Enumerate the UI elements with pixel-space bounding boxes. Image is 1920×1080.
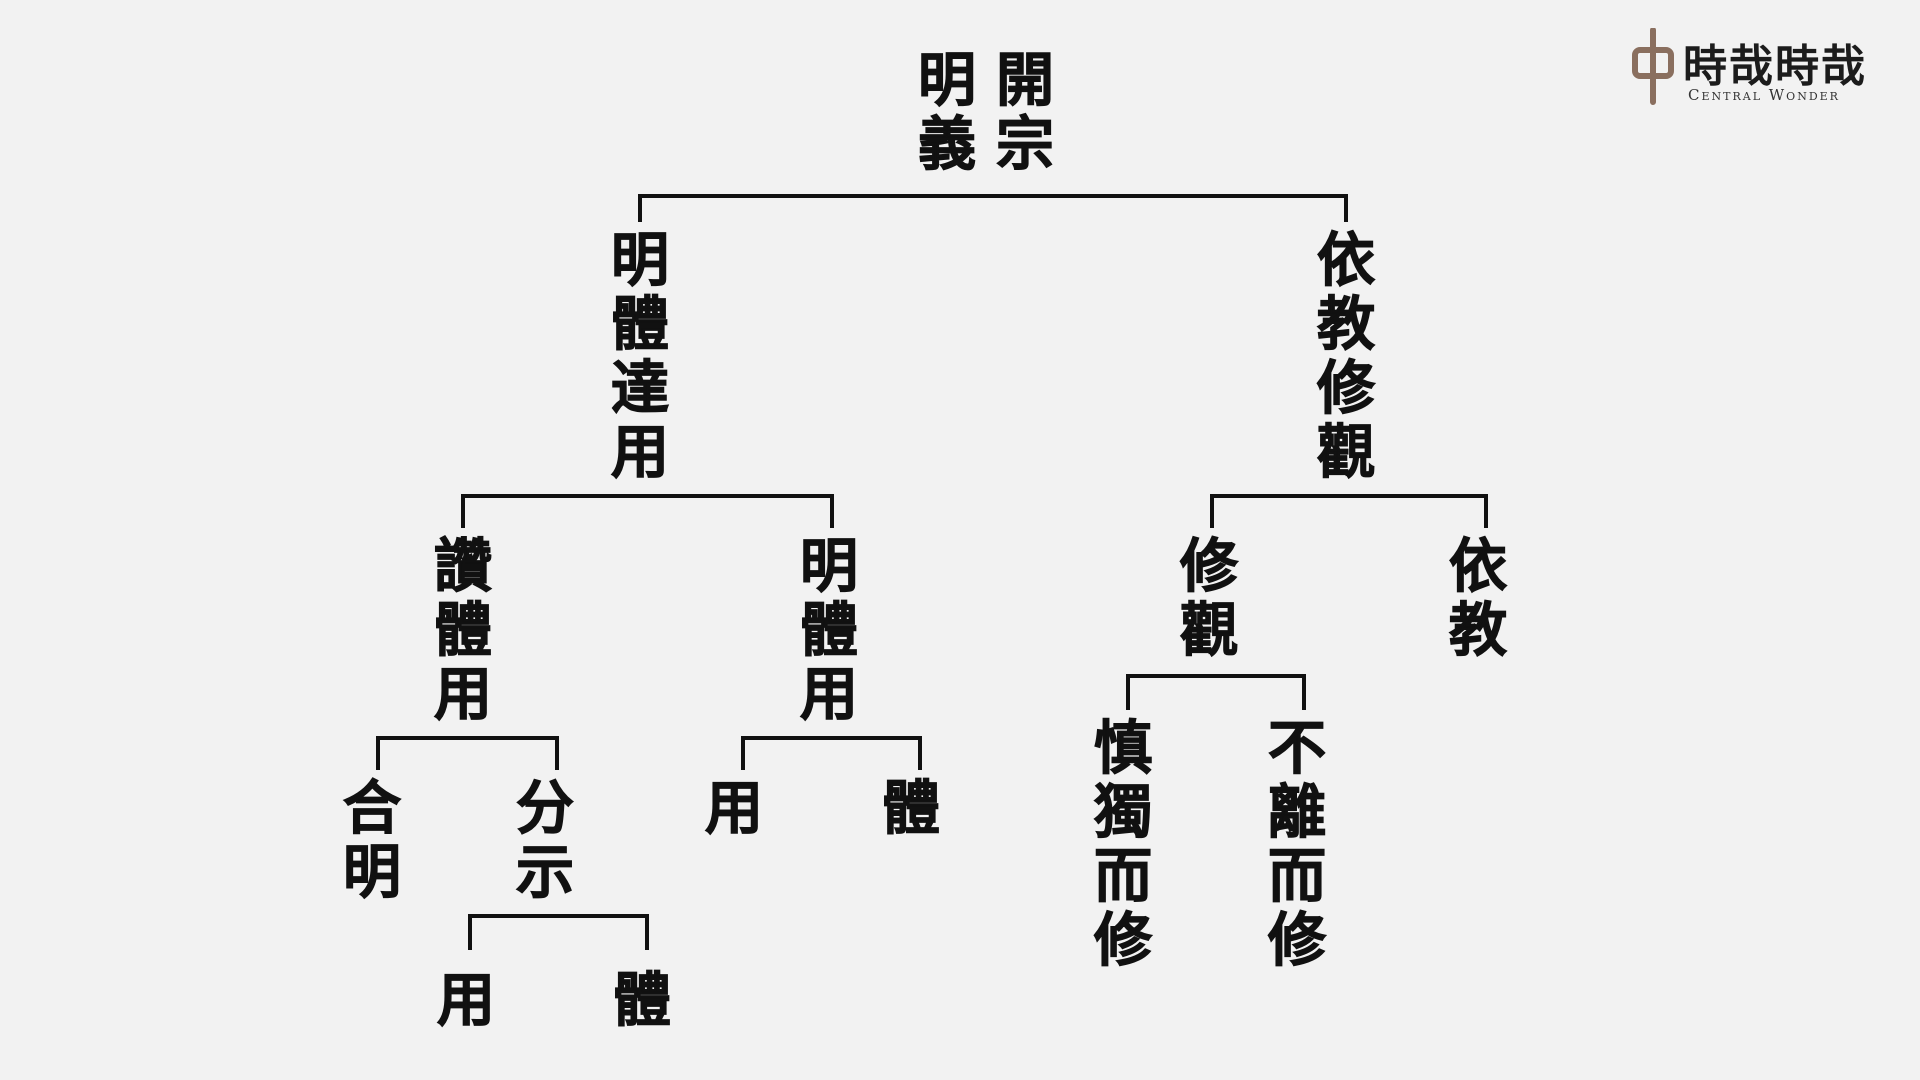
node-character: 獨 (1093, 778, 1152, 846)
node-label: 讚體用 (431, 532, 495, 728)
node-character: 教 (1448, 596, 1507, 664)
node-character: 合 (342, 774, 401, 842)
node-label: 體 (879, 774, 943, 842)
node-label: 用 (702, 774, 766, 842)
node-fen-shi: 分示 (513, 774, 577, 906)
node-ming-ti-yong: 明體用 (797, 532, 861, 728)
connector-ming (741, 736, 922, 770)
node-fen-shi-yong: 用 (434, 966, 498, 1034)
node-character: 而 (1093, 842, 1152, 910)
node-label: 慎獨而修 (1091, 714, 1155, 974)
node-character: 體 (881, 774, 940, 842)
node-character: 觀 (1316, 418, 1375, 486)
node-root-column: 開宗 (993, 46, 1057, 178)
node-character: 達 (610, 354, 669, 422)
node-character: 用 (610, 418, 669, 486)
node-ming-ti: 體 (879, 774, 943, 842)
connector-xiu-guan (1126, 674, 1306, 710)
node-character: 用 (433, 660, 492, 728)
node-root: 開宗 明義 (915, 46, 1057, 178)
node-character: 離 (1267, 778, 1326, 846)
node-character: 體 (799, 596, 858, 664)
node-label: 修觀 (1177, 532, 1241, 664)
node-label: 分示 (513, 774, 577, 906)
node-character: 明 (799, 532, 858, 600)
node-character: 分 (515, 774, 574, 842)
node-yi-jiao: 依教 (1446, 532, 1510, 664)
node-character: 明 (917, 46, 976, 114)
node-character: 體 (612, 966, 671, 1034)
node-he-ming: 合明 (340, 774, 404, 906)
logo-title: 時哉時哉 (1683, 41, 1867, 92)
node-label: 明體用 (797, 532, 861, 728)
node-character: 慎 (1093, 714, 1152, 782)
node-label: 用 (434, 966, 498, 1034)
logo-subtitle: Central Wonder (1688, 86, 1840, 104)
node-character: 開 (995, 46, 1054, 114)
node-character: 教 (1316, 290, 1375, 358)
node-character: 修 (1093, 906, 1152, 974)
node-character: 用 (704, 774, 763, 842)
brand-logo: 時哉時哉 Central Wonder (1628, 28, 1908, 108)
node-character: 義 (917, 110, 976, 178)
connector-fen-shi (468, 914, 649, 950)
connector-zan (376, 736, 559, 770)
node-character: 而 (1267, 842, 1326, 910)
node-root-column: 明義 (915, 46, 979, 178)
node-label: 依教修觀 (1314, 226, 1378, 486)
node-character: 修 (1267, 906, 1326, 974)
node-label: 不離而修 (1265, 714, 1329, 974)
node-character: 體 (433, 596, 492, 664)
node-character: 明 (610, 226, 669, 294)
node-label: 依教 (1446, 532, 1510, 664)
node-character: 讚 (433, 532, 492, 600)
node-character: 觀 (1179, 596, 1238, 664)
node-zan-ti-yong: 讚體用 (431, 532, 495, 728)
node-shen-du-er-xiu: 慎獨而修 (1091, 714, 1155, 974)
node-character: 體 (610, 290, 669, 358)
node-label: 明體達用 (608, 226, 672, 486)
node-character: 宗 (995, 110, 1054, 178)
zhong-seal-icon (1632, 28, 1674, 105)
node-character: 修 (1179, 532, 1238, 600)
node-xiu-guan: 修觀 (1177, 532, 1241, 664)
node-ming-ti-da-yong: 明體達用 (608, 226, 672, 486)
node-character: 用 (799, 660, 858, 728)
node-fen-shi-ti: 體 (610, 966, 674, 1034)
node-character: 明 (342, 838, 401, 906)
node-character: 依 (1448, 532, 1507, 600)
connector-root (638, 194, 1348, 222)
node-character: 用 (436, 966, 495, 1034)
node-bu-li-er-xiu: 不離而修 (1265, 714, 1329, 974)
node-yi-jiao-xiu-guan: 依教修觀 (1314, 226, 1378, 486)
node-ming-yong: 用 (702, 774, 766, 842)
node-label: 體 (610, 966, 674, 1034)
node-character: 依 (1316, 226, 1375, 294)
connector-ti-yong (461, 494, 834, 528)
node-character: 示 (515, 838, 574, 906)
connector-yi-jiao-xiu-guan (1210, 494, 1488, 528)
node-label: 合明 (340, 774, 404, 906)
node-character: 修 (1316, 354, 1375, 422)
node-character: 不 (1267, 714, 1326, 782)
